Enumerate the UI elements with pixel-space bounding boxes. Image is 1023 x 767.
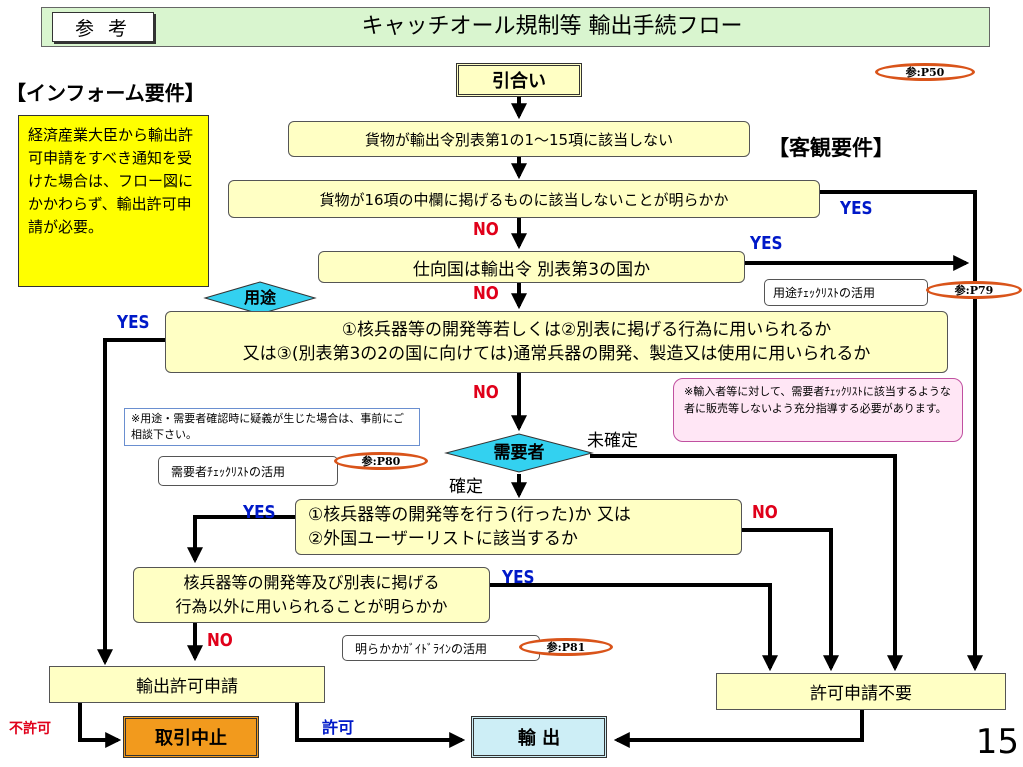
step5-no-label: NO xyxy=(752,502,778,523)
step6-line2: 行為以外に用いられることが明らかか xyxy=(175,597,448,616)
page-number: 15 xyxy=(975,722,1019,762)
guideline-note: 明らかかｶﾞｲﾄﾞﾗｲﾝの活用 xyxy=(342,635,540,661)
step6-no-label: NO xyxy=(207,630,233,651)
importer-note-text: ※輸入者等に対して、需要者ﾁｪｯｸﾘｽﾄに該当するような者に販売等しないよう充分… xyxy=(684,385,951,415)
step1-text: 貨物が輸出令別表第1の1～15項に該当しない xyxy=(364,130,674,149)
consult-note: ※用途・需要者確認時に疑義が生じた場合は、事前にご相談下さい。 xyxy=(124,408,420,446)
step2-yes-label: YES xyxy=(840,198,873,219)
step6-box: 核兵器等の開発等及び別表に掲げる 行為以外に用いられることが明らかか xyxy=(133,567,490,623)
ref-p80: 参:P80 xyxy=(334,452,428,470)
confirmed-label: 確定 xyxy=(449,477,483,497)
ref-p79: 参:P79 xyxy=(926,281,1022,299)
inform-heading: 【インフォーム要件】 xyxy=(6,81,205,105)
no-apply-text: 許可申請不要 xyxy=(810,684,912,704)
step3-yes-label: YES xyxy=(750,233,783,254)
apply-text: 輸出許可申請 xyxy=(136,677,238,697)
use-diamond-label: 用途 xyxy=(243,288,276,307)
consult-note-text: ※用途・需要者確認時に疑義が生じた場合は、事前にご相談下さい。 xyxy=(131,412,404,441)
header-tag: 参 考 xyxy=(52,12,154,42)
step4-yes-label: YES xyxy=(117,312,150,333)
step5-line1: ①核兵器等の開発等を行う(行った)か 又は xyxy=(308,505,631,525)
use-checklist-text: 用途ﾁｪｯｸﾘｽﾄの活用 xyxy=(773,286,876,300)
step4-box: ①核兵器等の開発等若しくは②別表に掲げる行為に用いられるか 又は③(別表第3の2… xyxy=(165,311,948,373)
step6-yes-label: YES xyxy=(502,567,535,588)
use-checklist-note: 用途ﾁｪｯｸﾘｽﾄの活用 xyxy=(764,279,928,306)
stop-text: 取引中止 xyxy=(155,728,227,749)
stop-box: 取引中止 xyxy=(123,716,259,758)
step3-no-label: NO xyxy=(473,283,499,304)
unconfirmed-label: 未確定 xyxy=(587,431,638,451)
step1-box: 貨物が輸出令別表第1の1～15項に該当しない xyxy=(288,121,750,157)
step2-no-label: NO xyxy=(473,219,499,240)
step4-line2: 又は③(別表第3の2の国に向けては)通常兵器の開発、製造又は使用に用いられるか xyxy=(242,344,871,364)
user-checklist-note: 需要者ﾁｪｯｸﾘｽﾄの活用 xyxy=(158,456,338,486)
ref-p81: 参:P81 xyxy=(519,638,613,656)
step4-line1: ①核兵器等の開発等若しくは②別表に掲げる行為に用いられるか xyxy=(341,320,832,340)
export-box: 輸 出 xyxy=(471,716,607,758)
export-text: 輸 出 xyxy=(517,728,561,749)
header-tag-text: 参 考 xyxy=(74,17,132,40)
ref-p50: 参:P50 xyxy=(875,63,975,81)
inquiry-box: 引合い xyxy=(456,63,582,97)
user-diamond xyxy=(444,433,594,473)
step6-line1: 核兵器等の開発等及び別表に掲げる xyxy=(183,573,440,592)
header-bar xyxy=(41,7,990,47)
no-apply-box: 許可申請不要 xyxy=(716,673,1006,710)
step3-box: 仕向国は輸出令 別表第3の国か xyxy=(318,251,745,283)
apply-box: 輸出許可申請 xyxy=(49,666,325,703)
step4-no-label: NO xyxy=(473,382,499,403)
step5-yes-label: YES xyxy=(243,502,276,523)
step2-box: 貨物が16項の中欄に掲げるものに該当しないことが明らかか xyxy=(228,180,820,218)
importer-note: ※輸入者等に対して、需要者ﾁｪｯｸﾘｽﾄに該当するような者に販売等しないよう充分… xyxy=(673,378,963,442)
step5-box: ①核兵器等の開発等を行う(行った)か 又は ②外国ユーザーリストに該当するか xyxy=(295,499,742,555)
permitted-label: 許可 xyxy=(322,718,355,737)
inform-text: 経済産業大臣から輸出許可申請をすべき通知を受けた場合は、フロー図にかかわらず、輸… xyxy=(28,126,194,236)
guideline-text: 明らかかｶﾞｲﾄﾞﾗｲﾝの活用 xyxy=(355,641,488,656)
step3-text: 仕向国は輸出令 別表第3の国か xyxy=(412,259,651,280)
objective-heading: 【客観要件】 xyxy=(768,136,894,160)
user-diamond-label: 需要者 xyxy=(493,443,545,463)
page-title: キャッチオール規制等 輸出手続フロー xyxy=(361,14,743,39)
denied-label: 不許可 xyxy=(9,721,51,737)
step2-text: 貨物が16項の中欄に掲げるものに該当しないことが明らかか xyxy=(319,190,729,209)
inform-text-box: 経済産業大臣から輸出許可申請をすべき通知を受けた場合は、フロー図にかかわらず、輸… xyxy=(18,115,209,287)
inquiry-text: 引合い xyxy=(492,71,546,92)
step5-line2: ②外国ユーザーリストに該当するか xyxy=(308,529,578,549)
user-checklist-text: 需要者ﾁｪｯｸﾘｽﾄの活用 xyxy=(171,464,286,479)
